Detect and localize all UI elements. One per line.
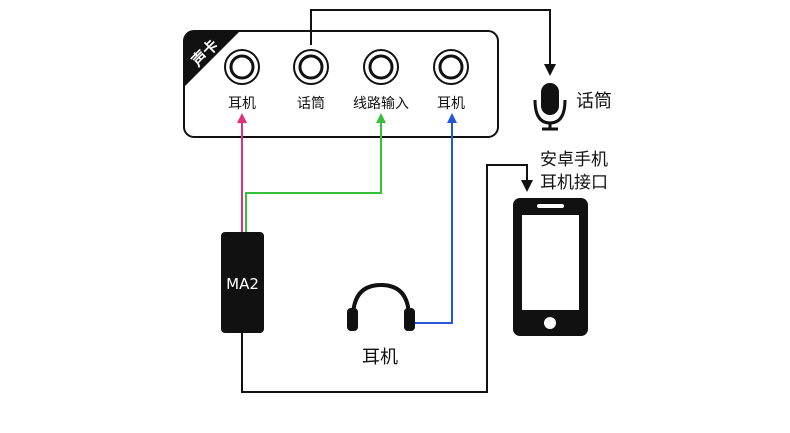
green-cable bbox=[245, 113, 386, 232]
microphone-icon bbox=[533, 83, 567, 131]
phone-cable bbox=[241, 164, 533, 393]
port-headphone-right[interactable] bbox=[433, 49, 469, 85]
headphones-label: 耳机 bbox=[362, 347, 398, 368]
phone-label-line2: 耳机接口 bbox=[540, 173, 608, 193]
ma2-label: MA2 bbox=[226, 275, 259, 293]
port-label: 话筒 bbox=[297, 95, 325, 112]
microphone-label: 话筒 bbox=[576, 91, 612, 112]
sound-card-badge-bg bbox=[184, 31, 240, 87]
ma2-adapter: MA2 bbox=[221, 232, 264, 333]
port-label: 耳机 bbox=[228, 96, 256, 112]
phone-label-line1: 安卓手机 bbox=[540, 150, 608, 170]
headphones-icon bbox=[347, 282, 415, 331]
blue-cable bbox=[410, 113, 457, 324]
port-label: 线路输入 bbox=[353, 96, 409, 112]
sound-card: 声卡 耳机 话筒 线路输入 耳机 bbox=[183, 30, 499, 138]
port-headphone-left[interactable] bbox=[224, 49, 260, 85]
port-line-in[interactable] bbox=[363, 49, 399, 85]
port-label: 耳机 bbox=[437, 96, 465, 112]
port-mic[interactable] bbox=[293, 49, 329, 85]
mic-cable bbox=[310, 9, 556, 76]
phone-icon bbox=[513, 198, 588, 336]
